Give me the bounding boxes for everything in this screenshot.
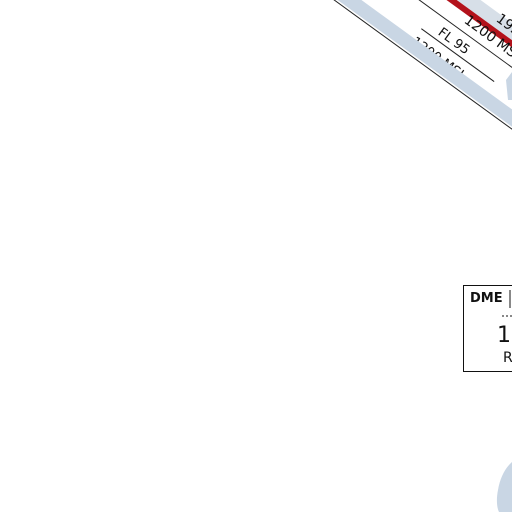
lower-label-underline [421,28,495,82]
lower-blue-band [284,0,512,150]
dme-box-frame [463,285,512,372]
band-edge-fragment [506,72,512,100]
dme-box-title: DME [470,291,503,306]
corridor-outer-line-bottom [283,0,512,152]
airway-corridor: 195 1200 MSL MZ FL 95 1200 MSL [283,0,512,152]
red-stripe [322,0,512,98]
lane-divider-upper [312,0,512,112]
dme-box-value: 1 [497,323,511,348]
dme-box-subvalue: R [503,350,512,366]
water-body [496,462,512,512]
dme-box: DME 1 R [463,285,512,372]
